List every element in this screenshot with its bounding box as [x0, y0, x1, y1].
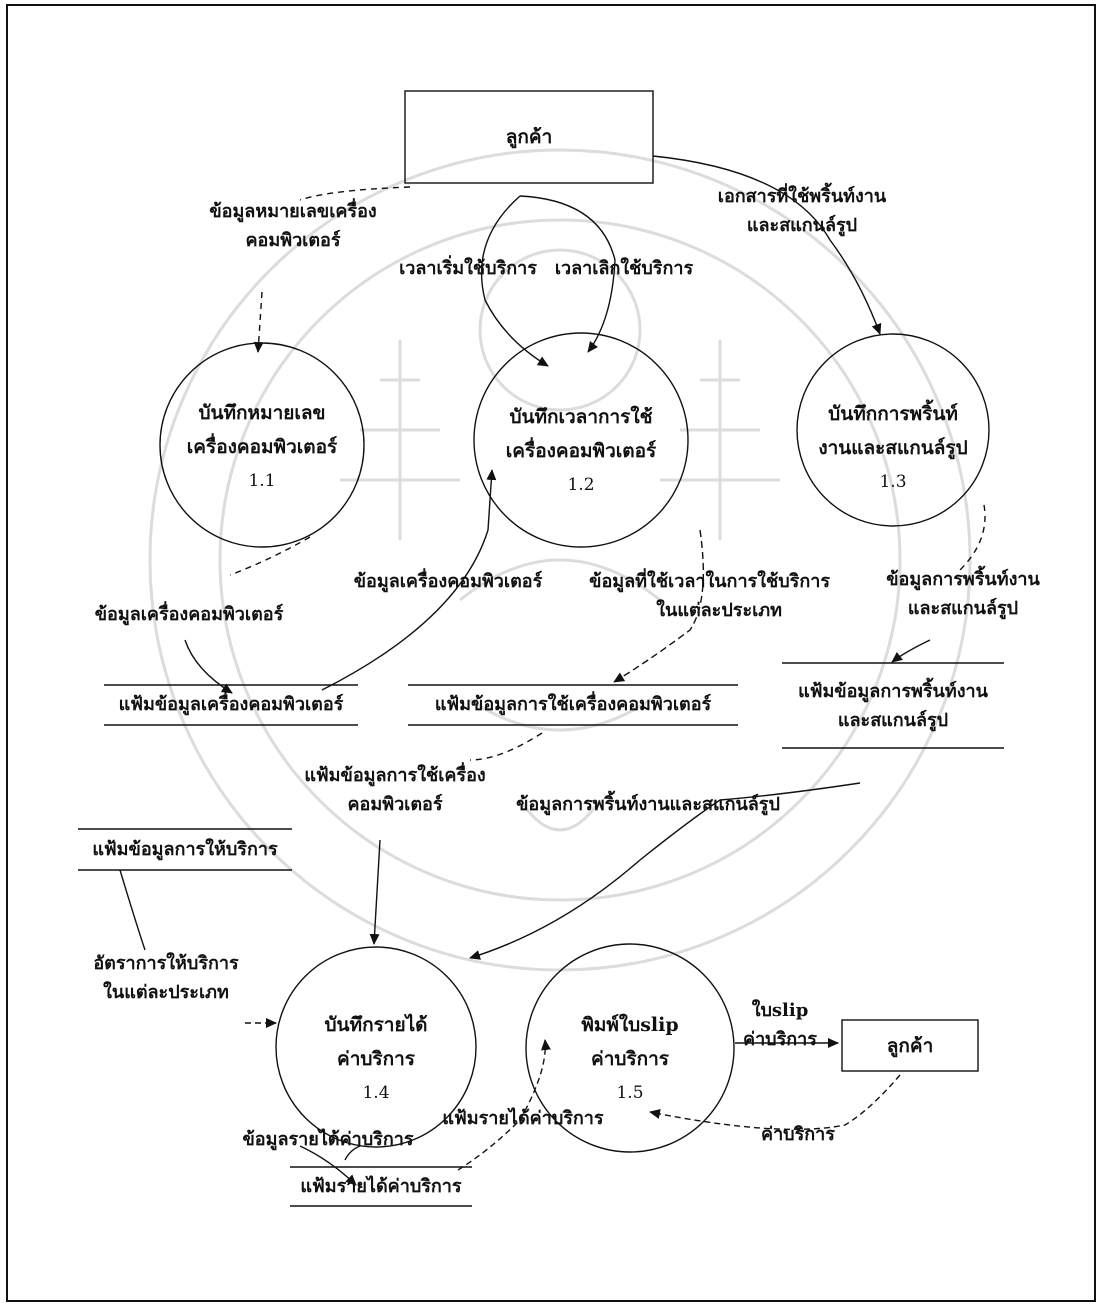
store-income-file: แฟ้มรายได้ค่าบริการ — [290, 1172, 472, 1201]
process-id: 1.2 — [485, 468, 677, 502]
flow-usage-file: แฟ้มข้อมูลการใช้เครื่อง คอมพิวเตอร์ — [296, 761, 494, 819]
flow-label: อัตราการให้บริการ — [78, 949, 254, 978]
process-label: บันทึกรายได้ — [290, 1008, 462, 1042]
process-label: ค่าบริการ — [290, 1042, 462, 1076]
process-label: พิมพ์ใบslip — [540, 1008, 720, 1042]
flow-label: ข้อมูลการพริ้นท์งาน — [856, 565, 1070, 594]
flow-label: และสแกนล์รูป — [856, 594, 1070, 623]
process-1-5: พิมพ์ใบslip ค่าบริการ 1.5 — [540, 1008, 720, 1110]
flow-start-time: เวลาเริ่มใช้บริการ — [388, 254, 548, 283]
flow-label: ในแต่ละประเภท — [560, 596, 782, 625]
process-1-4: บันทึกรายได้ ค่าบริการ 1.4 — [290, 1008, 462, 1110]
flow-slip: ใบslip ค่าบริการ — [735, 996, 825, 1054]
flow-computer-number: ข้อมูลหมายเลขเครื่อง คอมพิวเตอร์ — [178, 197, 408, 255]
process-1-2: บันทึกเวลาการใช้ เครื่องคอมพิวเตอร์ 1.2 — [485, 400, 677, 502]
flow-print-scan-data: ข้อมูลการพริ้นท์งานและสแกนล์รูป — [486, 790, 810, 819]
store-label: แฟ้มข้อมูลการพริ้นท์งาน — [782, 677, 1004, 706]
flow-income-file: แฟ้มรายได้ค่าบริการ — [430, 1104, 616, 1133]
flow-usage-time: ข้อมูลที่ใช้เวลาในการใช้บริการ ในแต่ละปร… — [560, 567, 830, 625]
flow-fee: ค่าบริการ — [752, 1120, 844, 1149]
process-label: เครื่องคอมพิวเตอร์ — [485, 434, 677, 468]
process-id: 1.3 — [805, 465, 981, 499]
flow-computer-data-out: ข้อมูลเครื่องคอมพิวเตอร์ — [74, 600, 304, 629]
entity-customer-top: ลูกค้า — [405, 91, 653, 183]
flow-label: ในแต่ละประเภท — [78, 978, 254, 1007]
flow-computer-data-in: ข้อมูลเครื่องคอมพิวเตอร์ — [334, 567, 562, 596]
flow-income-data: ข้อมูลรายได้ค่าบริการ — [226, 1125, 430, 1154]
store-label: และสแกนล์รูป — [782, 706, 1004, 735]
flow-end-time: เวลาเลิกใช้บริการ — [540, 254, 708, 283]
entity-customer-right: ลูกค้า — [842, 1020, 978, 1071]
flow-label: เอกสารที่ใช้พริ้นท์งาน — [690, 182, 914, 211]
process-label: งานและสแกนล์รูป — [805, 431, 981, 465]
process-label: เครื่องคอมพิวเตอร์ — [170, 430, 354, 464]
flow-label: ข้อมูลที่ใช้เวลาในการใช้บริการ — [560, 567, 830, 596]
process-label: บันทึกเวลาการใช้ — [485, 400, 677, 434]
flow-label: ใบslip — [735, 996, 825, 1025]
store-usage-file: แฟ้มข้อมูลการใช้เครื่องคอมพิวเตอร์ — [408, 690, 738, 719]
flow-label: และสแกนล์รูป — [690, 211, 914, 240]
flow-label: คอมพิวเตอร์ — [178, 226, 408, 255]
flow-documents: เอกสารที่ใช้พริ้นท์งาน และสแกนล์รูป — [690, 182, 914, 240]
store-computer-file: แฟ้มข้อมูลเครื่องคอมพิวเตอร์ — [104, 690, 358, 719]
store-print-file: แฟ้มข้อมูลการพริ้นท์งาน และสแกนล์รูป — [782, 677, 1004, 735]
process-label: ค่าบริการ — [540, 1042, 720, 1076]
flow-label: แฟ้มข้อมูลการใช้เครื่อง — [296, 761, 494, 790]
process-label: บันทึกการพริ้นท์ — [805, 397, 981, 431]
process-label: บันทึกหมายเลข — [170, 396, 354, 430]
flow-label: ค่าบริการ — [735, 1025, 825, 1054]
flow-label: คอมพิวเตอร์ — [296, 790, 494, 819]
store-service-file: แฟ้มข้อมูลการให้บริการ — [78, 835, 292, 864]
flow-label: ข้อมูลหมายเลขเครื่อง — [178, 197, 408, 226]
process-id: 1.1 — [170, 464, 354, 498]
process-1-1: บันทึกหมายเลข เครื่องคอมพิวเตอร์ 1.1 — [170, 396, 354, 498]
process-1-3: บันทึกการพริ้นท์ งานและสแกนล์รูป 1.3 — [805, 397, 981, 499]
flow-print-data: ข้อมูลการพริ้นท์งาน และสแกนล์รูป — [856, 565, 1070, 623]
flow-service-rate: อัตราการให้บริการ ในแต่ละประเภท — [78, 949, 254, 1007]
